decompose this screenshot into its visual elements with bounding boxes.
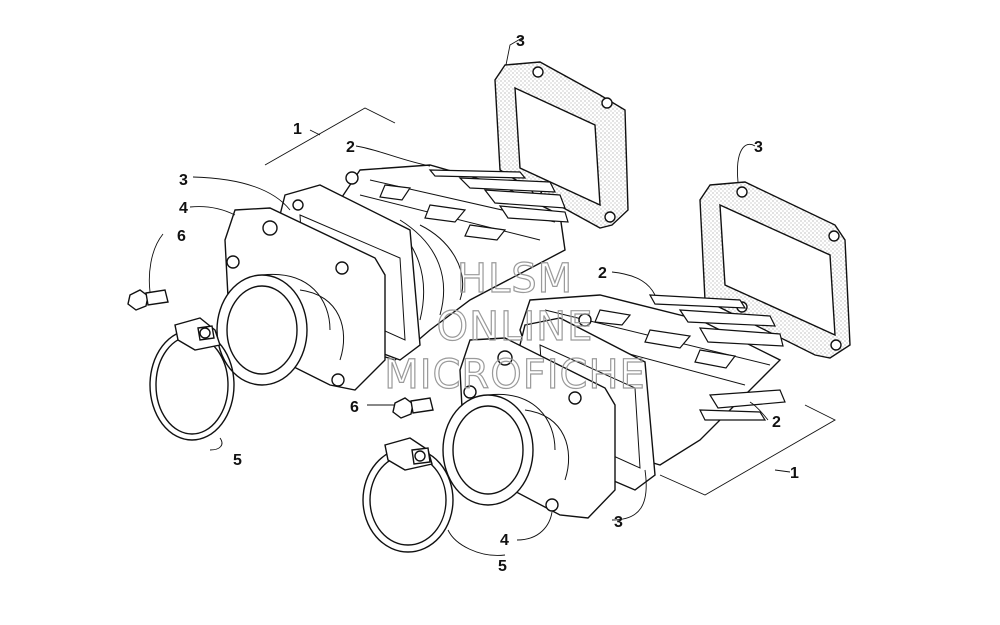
callout-5-left: 5: [233, 452, 242, 469]
watermark: HLSM ONLINE MICROFICHE: [384, 255, 646, 398]
callout-5-bottom: 5: [498, 558, 507, 575]
callout-6-left: 6: [177, 228, 186, 245]
watermark-line-3: MICROFICHE: [384, 352, 646, 398]
hose-clamp-lower: [362, 437, 454, 553]
reed-petals-lower: [648, 294, 786, 421]
leader-lines: [148, 37, 769, 556]
callout-2-left: 2: [346, 139, 355, 156]
watermark-line-1: HLSM: [457, 256, 573, 302]
callouts: 1 2 3 3 3 4 6 2 6 2 1 5 3 4 5: [177, 33, 799, 575]
callout-3-left: 3: [179, 172, 188, 189]
callout-4-left: 4: [179, 200, 188, 217]
callout-2-right: 2: [772, 414, 781, 431]
watermark-line-2: ONLINE: [437, 304, 594, 350]
bolt-left: [127, 289, 169, 311]
bracket-1-lower: [659, 404, 836, 496]
callout-1-right: 1: [790, 465, 799, 482]
bracket-1-upper: [264, 107, 396, 166]
callout-6-mid: 6: [350, 399, 359, 416]
callout-1-left: 1: [293, 121, 302, 138]
callout-4-bottom: 4: [500, 532, 509, 549]
callout-3-top: 3: [516, 33, 525, 50]
reed-petals-upper: [428, 169, 569, 223]
bolt-lower: [392, 397, 434, 419]
callout-3-bottom: 3: [614, 514, 623, 531]
callout-2-mid: 2: [598, 265, 607, 282]
hose-clamp-left: [149, 317, 235, 441]
intake-boot-left: [216, 207, 386, 391]
callout-3-right: 3: [754, 139, 763, 156]
intake-boot-lower: [442, 337, 616, 519]
